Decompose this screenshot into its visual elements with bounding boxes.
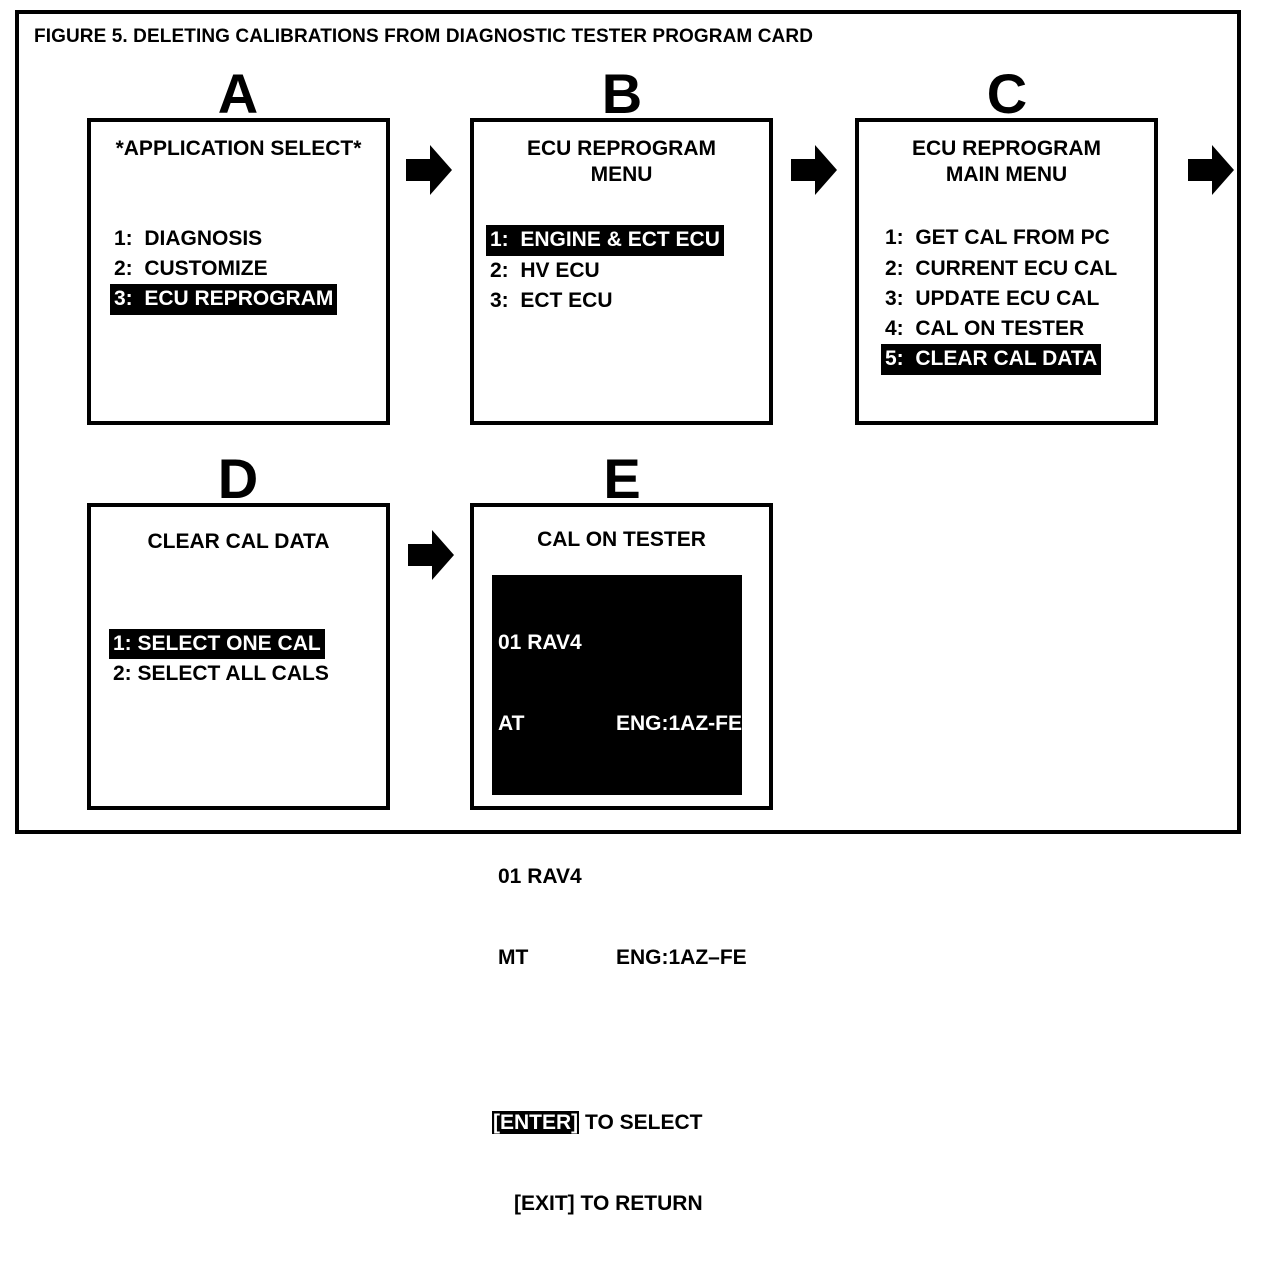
tester-screen-d: CLEAR CAL DATA 1: SELECT ONE CAL 2: SELE…	[87, 503, 390, 810]
arrow-d-to-e-icon	[408, 530, 454, 580]
tester-screen-c: ECU REPROGRAM MAIN MENU 1: GET CAL FROM …	[855, 118, 1158, 425]
key-hint-exit: [EXIT] TO RETURN	[492, 1191, 769, 1218]
calibration-entry-selected[interactable]: 01 RAV4 AT ENG:1AZ-FE	[492, 574, 742, 795]
screen-b-title: ECU REPROGRAM MENU	[526, 137, 716, 186]
screen-a-menu: 1: DIAGNOSIS 2: CUSTOMIZE 3: ECU REPROGR…	[110, 224, 386, 315]
menu-item-label: 1: ENGINE & ECT ECU	[486, 225, 724, 256]
menu-item[interactable]: 1: GET CAL FROM PC	[881, 223, 1154, 253]
menu-item-selected[interactable]: 1: SELECT ONE CAL	[109, 628, 386, 659]
screen-c-menu: 1: GET CAL FROM PC 2: CURRENT ECU CAL 3:…	[881, 223, 1154, 375]
arrow-a-to-b-icon	[406, 145, 452, 195]
menu-item-label: 2: CUSTOMIZE	[114, 256, 268, 280]
panel-letter-e: E	[603, 447, 641, 510]
calibration-entry[interactable]: 01 RAV4 MT ENG:1AZ–FE	[492, 809, 747, 1029]
menu-item-selected[interactable]: 1: ENGINE & ECT ECU	[486, 225, 769, 256]
screen-b-menu: 1: ENGINE & ECT ECU 2: HV ECU 3: ECT ECU	[486, 225, 769, 316]
calibration-transmission: AT	[498, 711, 525, 735]
screen-e-key-hints: [ENTER] TO SELECT [EXIT] TO RETURN	[492, 1057, 769, 1272]
figure-caption: FIGURE 5. DELETING CALIBRATIONS FROM DIA…	[34, 26, 814, 47]
panel-letter-c: C	[986, 62, 1028, 125]
screen-e-title: CAL ON TESTER	[537, 528, 706, 551]
menu-item-selected[interactable]: 5: CLEAR CAL DATA	[881, 344, 1154, 375]
calibration-engine: ENG:1AZ–FE	[616, 945, 747, 969]
menu-item[interactable]: 4: CAL ON TESTER	[881, 314, 1154, 344]
menu-item[interactable]: 2: HV ECU	[486, 256, 769, 286]
menu-item[interactable]: 2: SELECT ALL CALS	[109, 659, 386, 689]
arrow-b-to-c-icon	[791, 145, 837, 195]
arrow-c-to-d-icon	[1188, 145, 1234, 195]
menu-item-label: 5: CLEAR CAL DATA	[881, 344, 1102, 375]
screen-d-title: CLEAR CAL DATA	[147, 530, 330, 553]
screen-a-title: *APPLICATION SELECT*	[115, 137, 362, 160]
enter-key-action: TO SELECT	[579, 1111, 703, 1135]
menu-item-label: 3: ECU REPROGRAM	[110, 284, 338, 315]
screen-d-menu: 1: SELECT ONE CAL 2: SELECT ALL CALS	[109, 628, 386, 690]
menu-item-label: 1: GET CAL FROM PC	[885, 226, 1110, 250]
exit-key-action: TO RETURN	[574, 1191, 703, 1215]
calibration-model: 01 RAV4	[498, 865, 582, 889]
screen-c-title: ECU REPROGRAM MAIN MENU	[911, 137, 1101, 186]
menu-item-label: 1: DIAGNOSIS	[114, 226, 263, 250]
calibration-engine: ENG:1AZ-FE	[616, 711, 742, 735]
panel-letter-a: A	[217, 62, 259, 125]
menu-item[interactable]: 1: DIAGNOSIS	[110, 224, 386, 254]
tester-screen-e: CAL ON TESTER 01 RAV4 AT ENG:1AZ-FE 01 RA…	[470, 503, 773, 1215]
key-hint-enter: [ENTER] TO SELECT	[492, 1110, 769, 1137]
calibration-model: 01 RAV4	[498, 631, 582, 655]
menu-item[interactable]: 3: ECT ECU	[486, 286, 769, 316]
menu-item-label: 2: SELECT ALL CALS	[113, 661, 329, 685]
menu-item-label: 3: ECT ECU	[490, 288, 613, 312]
menu-item[interactable]: 2: CUSTOMIZE	[110, 254, 386, 284]
menu-item-label: 4: CAL ON TESTER	[885, 317, 1085, 341]
menu-item-label: 1: SELECT ONE CAL	[109, 628, 325, 659]
menu-item-selected[interactable]: 3: ECU REPROGRAM	[110, 284, 386, 315]
calibration-list: 01 RAV4 AT ENG:1AZ-FE 01 RAV4 MT ENG:1AZ–F…	[492, 574, 769, 1029]
calibration-transmission: MT	[498, 945, 529, 969]
panel-letter-d: D	[217, 447, 259, 510]
menu-item-label: 3: UPDATE ECU CAL	[885, 286, 1100, 310]
tester-screen-b: ECU REPROGRAM MENU 1: ENGINE & ECT ECU 2…	[470, 118, 773, 425]
menu-item[interactable]: 3: UPDATE ECU CAL	[881, 284, 1154, 314]
calibration-detail: AT ENG:1AZ-FE	[498, 711, 742, 738]
exit-key-label: [EXIT]	[514, 1191, 575, 1215]
menu-item[interactable]: 2: CURRENT ECU CAL	[881, 254, 1154, 284]
tester-screen-a: *APPLICATION SELECT* 1: DIAGNOSIS 2: CUS…	[87, 118, 390, 425]
panel-letter-b: B	[601, 62, 643, 125]
figure-root: FIGURE 5. DELETING CALIBRATIONS FROM DIA…	[15, 10, 1241, 1215]
calibration-detail: MT ENG:1AZ–FE	[498, 945, 747, 972]
menu-item-label: 2: HV ECU	[490, 258, 600, 282]
enter-key-label: [ENTER]	[492, 1111, 580, 1135]
menu-item-label: 2: CURRENT ECU CAL	[885, 256, 1118, 280]
